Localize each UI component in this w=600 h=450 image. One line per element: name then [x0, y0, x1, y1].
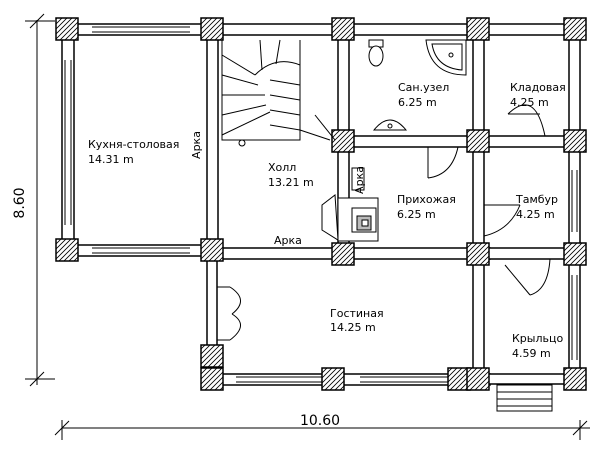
- room-vestibule-name: Тамбур: [515, 193, 558, 206]
- room-storage-name: Кладовая: [510, 81, 566, 94]
- corner-joints: [55, 17, 587, 391]
- room-hall-area: 13.21 m: [268, 176, 314, 189]
- room-hall-name: Холл: [268, 161, 296, 174]
- room-bathroom-name: Сан.узел: [398, 81, 449, 94]
- room-porch-area: 4.59 m: [512, 347, 551, 360]
- room-vestibule-area: 4.25 m: [516, 208, 555, 221]
- arch-hall-bottom-label: Арка: [274, 234, 302, 247]
- staircase: [221, 39, 336, 147]
- room-entry-area: 6.25 m: [397, 208, 436, 221]
- room-kitchen-name: Кухня-столовая: [88, 138, 179, 151]
- room-kitchen-area: 14.31 m: [88, 153, 134, 166]
- height-dimension: 8.60: [12, 187, 28, 218]
- dimension-lines: [25, 13, 590, 440]
- room-living-name: Гостиная: [330, 307, 384, 320]
- room-entry-name: Прихожая: [397, 193, 456, 206]
- width-dimension: 10.60: [300, 413, 340, 429]
- room-bathroom-area: 6.25 m: [398, 96, 437, 109]
- porch-steps: [496, 384, 553, 412]
- room-storage-area: 4.25 m: [510, 96, 549, 109]
- shower-fixture: [425, 39, 467, 76]
- sink-fixture: [372, 119, 408, 131]
- toilet-fixture: [368, 39, 384, 67]
- arch-kitchen-label: Арка: [190, 131, 203, 159]
- windows: [64, 26, 578, 383]
- doors: [217, 104, 551, 341]
- arch-entry-label: Арка: [353, 166, 366, 194]
- room-living-area: 14.25 m: [330, 321, 376, 334]
- room-porch-name: Крыльцо: [512, 332, 563, 345]
- fireplace: [321, 167, 379, 242]
